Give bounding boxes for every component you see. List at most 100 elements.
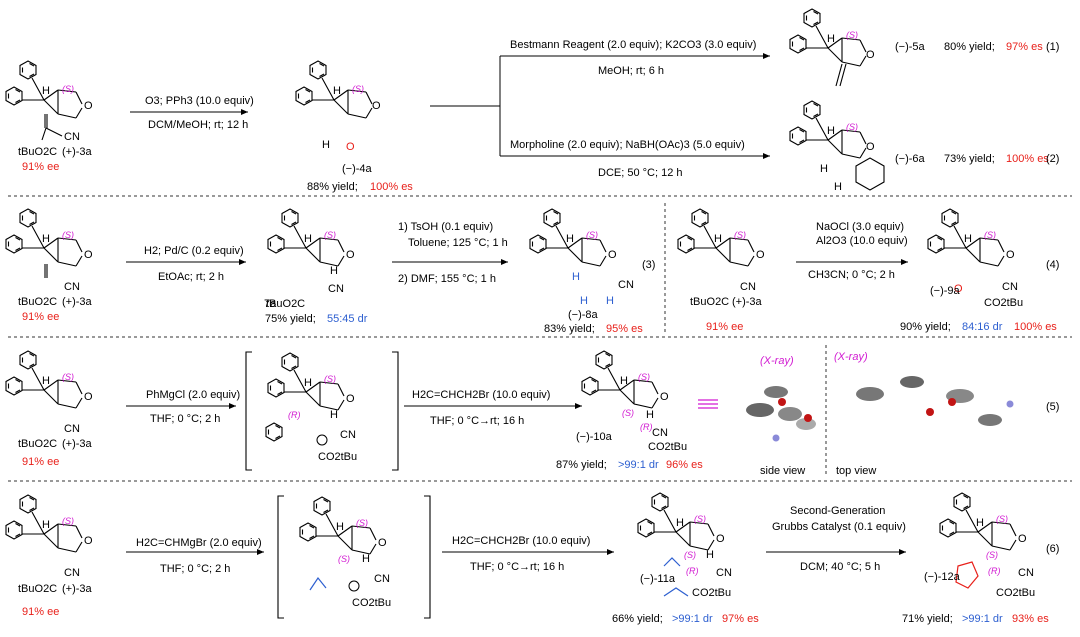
svg-text:(S): (S) — [324, 374, 336, 384]
svg-text:83% yield;: 83% yield; — [544, 323, 595, 335]
svg-text:(−)-9a: (−)-9a — [930, 285, 961, 297]
svg-text:(S): (S) — [62, 372, 74, 382]
svg-text:(−)-8a: (−)-8a — [568, 309, 599, 321]
svg-text:>99:1 dr: >99:1 dr — [618, 459, 659, 471]
svg-text:(1): (1) — [1046, 41, 1059, 53]
starting-material-3a: (S) H O CN tBuO2C (+)-3a 91% ee — [6, 495, 93, 618]
svg-text:H: H — [566, 233, 574, 245]
svg-text:O: O — [866, 141, 875, 153]
svg-text:H: H — [580, 295, 588, 307]
svg-text:CO2tBu: CO2tBu — [692, 587, 731, 599]
svg-text:(S): (S) — [996, 514, 1008, 524]
starting-material-3a: (S) H O CN tBuO2C (+)-3a 91% ee — [6, 209, 93, 323]
svg-text:H: H — [820, 163, 828, 175]
svg-text:H: H — [646, 409, 654, 421]
svg-text:75% yield;: 75% yield; — [265, 313, 316, 325]
svg-text:1) TsOH (0.1 equiv): 1) TsOH (0.1 equiv) — [398, 221, 493, 233]
svg-text:(5): (5) — [1046, 401, 1059, 413]
svg-text:(S): (S) — [846, 30, 858, 40]
svg-text:(+)-3a: (+)-3a — [62, 438, 93, 450]
svg-text:87% yield;: 87% yield; — [556, 459, 607, 471]
svg-text:O: O — [756, 249, 765, 261]
svg-text:(S): (S) — [356, 518, 368, 528]
product-12a: (S) H O (S) (R) CN CO2tBu — [940, 493, 1035, 599]
svg-text:tBuO2C: tBuO2C — [18, 438, 57, 450]
svg-text:H: H — [976, 517, 984, 529]
svg-text:top view: top view — [836, 465, 876, 477]
svg-text:71% yield;: 71% yield; — [902, 613, 953, 625]
svg-text:H: H — [333, 85, 341, 97]
svg-text:2) DMF; 155 °C; 1 h: 2) DMF; 155 °C; 1 h — [398, 273, 496, 285]
svg-text:tBuO2C: tBuO2C — [266, 298, 305, 310]
svg-text:93% es: 93% es — [1012, 613, 1049, 625]
svg-text:CN: CN — [64, 567, 80, 579]
svg-text:>99:1 dr: >99:1 dr — [962, 613, 1003, 625]
svg-text:(S): (S) — [338, 554, 350, 564]
svg-text:H: H — [676, 517, 684, 529]
product-8a: (S) H O H H H CN — [530, 209, 634, 307]
svg-text:H: H — [330, 409, 338, 421]
svg-text:Morpholine (2.0 equiv); NaBH(O: Morpholine (2.0 equiv); NaBH(OAc)3 (5.0 … — [510, 139, 745, 151]
svg-text:97% es: 97% es — [722, 613, 759, 625]
svg-text:73% yield;: 73% yield; — [944, 153, 995, 165]
svg-text:84:16 dr: 84:16 dr — [962, 321, 1003, 333]
svg-text:CN: CN — [64, 281, 80, 293]
svg-text:H: H — [706, 549, 714, 561]
svg-text:91% ee: 91% ee — [22, 161, 59, 173]
svg-text:H: H — [827, 33, 835, 45]
svg-text:H: H — [362, 553, 370, 565]
svg-text:55:45 dr: 55:45 dr — [327, 313, 368, 325]
svg-text:CN: CN — [716, 567, 732, 579]
svg-text:(S): (S) — [324, 230, 336, 240]
svg-text:H: H — [42, 375, 50, 387]
svg-text:91% ee: 91% ee — [706, 321, 743, 333]
svg-text:(X-ray): (X-ray) — [834, 351, 868, 363]
svg-text:H: H — [714, 233, 722, 245]
svg-text:97% es: 97% es — [1006, 41, 1043, 53]
svg-text:tBuO2C: tBuO2C — [18, 583, 57, 595]
svg-text:(S): (S) — [986, 550, 998, 560]
svg-text:>99:1 dr: >99:1 dr — [672, 613, 713, 625]
svg-text:100% es: 100% es — [1006, 153, 1049, 165]
svg-text:PhMgCl (2.0 equiv): PhMgCl (2.0 equiv) — [146, 389, 240, 401]
svg-text:O: O — [346, 393, 355, 405]
svg-text:(S): (S) — [62, 516, 74, 526]
svg-text:side view: side view — [760, 465, 805, 477]
xray-side-view: (X-ray) side view — [746, 355, 816, 477]
svg-text:O: O — [954, 283, 963, 295]
svg-text:THF; 0 °C→rt; 16 h: THF; 0 °C→rt; 16 h — [430, 415, 524, 427]
svg-text:THF; 0 °C; 2 h: THF; 0 °C; 2 h — [150, 413, 220, 425]
svg-text:CO2tBu: CO2tBu — [648, 441, 687, 453]
svg-text:H: H — [827, 125, 835, 137]
svg-text:H: H — [42, 233, 50, 245]
svg-text:CO2tBu: CO2tBu — [318, 451, 357, 463]
product-6a: (S) H O H H — [790, 101, 885, 193]
svg-text:(−)-10a: (−)-10a — [576, 431, 613, 443]
svg-text:DCE; 50 °C; 12 h: DCE; 50 °C; 12 h — [598, 167, 683, 179]
svg-text:H2C=CHMgBr (2.0 equiv): H2C=CHMgBr (2.0 equiv) — [136, 537, 262, 549]
svg-text:(+)-3a: (+)-3a — [62, 296, 93, 308]
svg-text:(3): (3) — [642, 259, 655, 271]
product-10a: (S) H O (S) (R) H CN CO2tBu — [582, 351, 687, 453]
svg-text:(R): (R) — [988, 566, 1001, 576]
svg-text:Bestmann Reagent (2.0 equiv);: Bestmann Reagent (2.0 equiv); K2CO3 (3.0… — [510, 39, 756, 51]
svg-text:H: H — [834, 181, 842, 193]
product-9a: (S) H O O CN — [928, 209, 1018, 295]
svg-text:H: H — [42, 519, 50, 531]
svg-text:O: O — [1006, 249, 1015, 261]
svg-text:100% es: 100% es — [1014, 321, 1057, 333]
svg-text:H2C=CHCH2Br (10.0 equiv): H2C=CHCH2Br (10.0 equiv) — [452, 535, 590, 547]
svg-text:(+)-3a: (+)-3a — [732, 296, 763, 308]
svg-text:(S): (S) — [734, 230, 746, 240]
svg-text:80% yield;: 80% yield; — [944, 41, 995, 53]
svg-text:DCM; 40 °C; 5 h: DCM; 40 °C; 5 h — [800, 561, 880, 573]
product-4a: (S) H O H O — [296, 61, 381, 153]
svg-text:DCM/MeOH; rt; 12 h: DCM/MeOH; rt; 12 h — [148, 119, 248, 131]
svg-text:(S): (S) — [694, 514, 706, 524]
svg-text:H: H — [336, 521, 344, 533]
svg-text:Toluene; 125 °C; 1 h: Toluene; 125 °C; 1 h — [408, 237, 508, 249]
svg-text:tBuO2C: tBuO2C — [690, 296, 729, 308]
svg-text:CN: CN — [340, 429, 356, 441]
svg-text:CN: CN — [652, 427, 668, 439]
